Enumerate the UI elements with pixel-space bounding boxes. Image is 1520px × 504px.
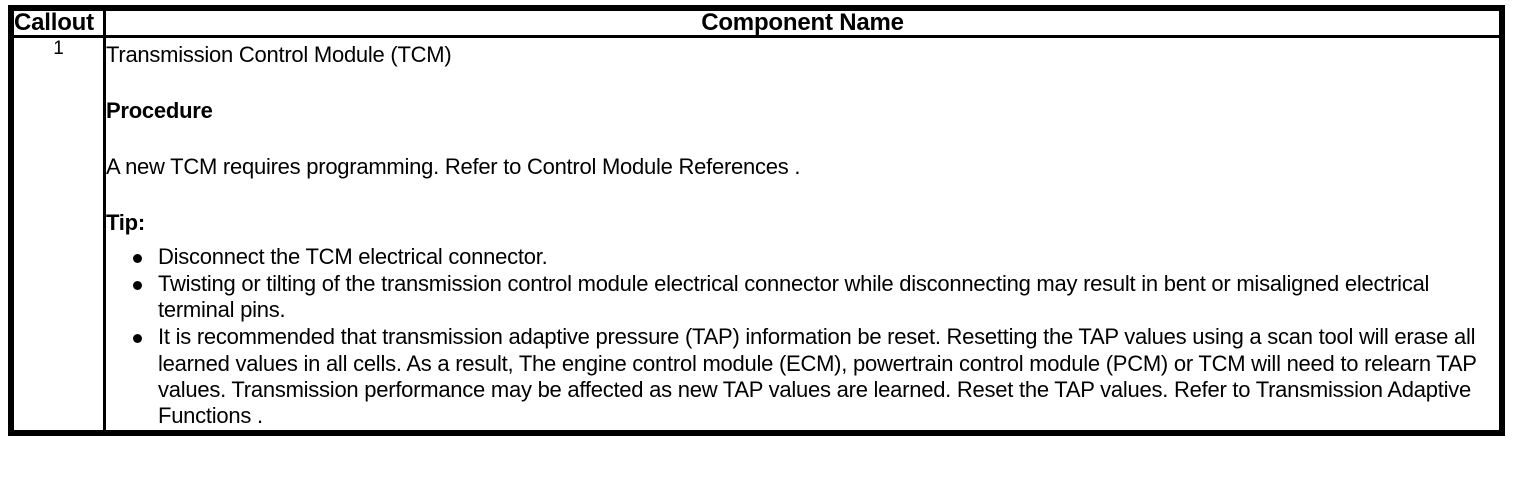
column-header-callout: Callout [11, 8, 106, 38]
list-item-text: Twisting or tilting of the transmission … [158, 270, 1430, 323]
component-title: Transmission Control Module (TCM) [106, 42, 452, 67]
bullet-icon [133, 334, 142, 344]
list-item-text: Disconnect the TCM electrical connector. [158, 243, 548, 269]
spacer-after-title [106, 68, 1499, 98]
component-table: Callout Component Name 1 Transmission Co… [11, 8, 1502, 434]
bullet-icon [133, 280, 142, 290]
procedure-text: A new TCM requires programming. Refer to… [106, 153, 801, 179]
table-header: Callout Component Name [11, 8, 1502, 38]
callout-number: 1 [11, 34, 106, 434]
tip-list: Disconnect the TCM electrical connector.… [106, 244, 1499, 429]
procedure-heading: Procedure [106, 97, 213, 123]
component-details-cell: Transmission Control Module (TCM) Proced… [103, 34, 1502, 434]
bullet-icon [133, 253, 142, 263]
list-item: Disconnect the TCM electrical connector. [106, 244, 1499, 270]
spacer-after-procedure-text [106, 180, 1499, 210]
component-table-wrapper: Callout Component Name 1 Transmission Co… [8, 5, 1505, 437]
list-item-text: It is recommended that transmission adap… [158, 324, 1477, 428]
table-header-row: Callout Component Name [11, 8, 1502, 38]
list-item: It is recommended that transmission adap… [106, 324, 1499, 429]
table-body: 1 Transmission Control Module (TCM) Proc… [11, 34, 1502, 434]
list-item: Twisting or tilting of the transmission … [106, 271, 1499, 323]
tip-heading: Tip: [106, 209, 145, 235]
column-header-component-name: Component Name [103, 8, 1502, 38]
spacer-after-procedure-heading [106, 124, 1499, 154]
table-row: 1 Transmission Control Module (TCM) Proc… [11, 34, 1502, 434]
